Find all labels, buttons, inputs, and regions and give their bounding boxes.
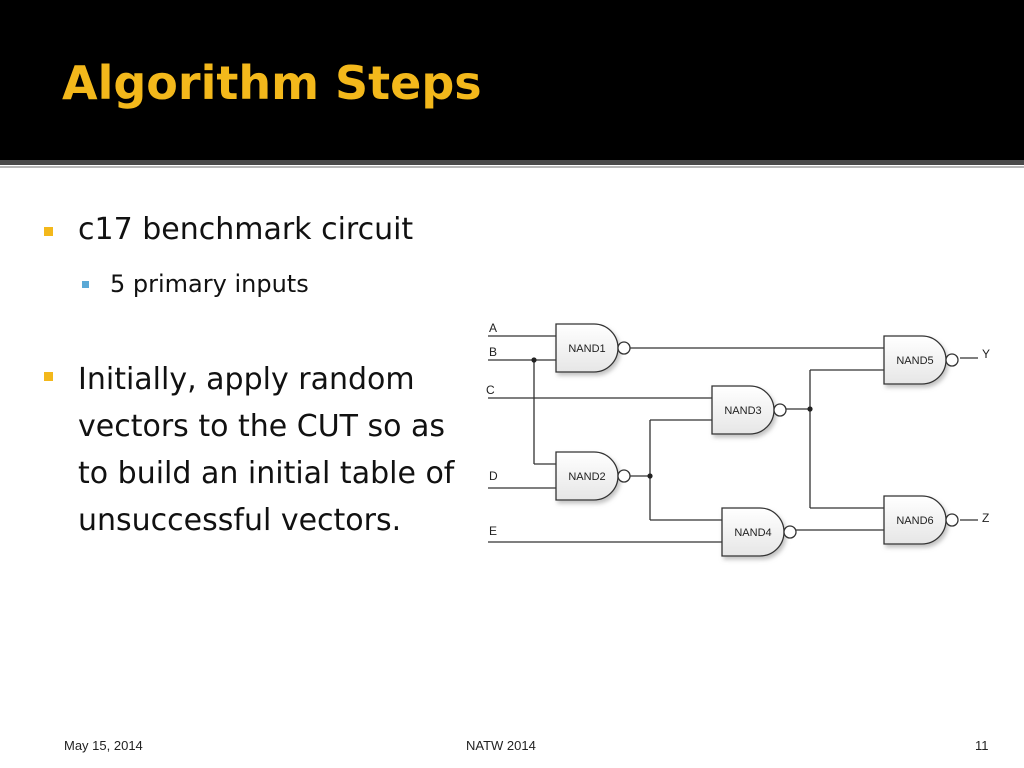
slide-title: Algorithm Steps bbox=[62, 56, 482, 110]
title-divider bbox=[0, 160, 1024, 165]
footer-date: May 15, 2014 bbox=[64, 738, 143, 753]
nand6-gate: NAND6 bbox=[883, 495, 959, 545]
nand5-label: NAND5 bbox=[896, 355, 933, 367]
title-bar: Algorithm Steps bbox=[0, 0, 1024, 160]
input-label-d: D bbox=[489, 469, 498, 483]
nand3-label: NAND3 bbox=[724, 405, 761, 417]
input-label-e: E bbox=[489, 524, 497, 538]
input-label-a: A bbox=[489, 321, 497, 335]
nand1-label: NAND1 bbox=[568, 343, 605, 355]
input-label-c: C bbox=[486, 383, 495, 397]
nand6-label: NAND6 bbox=[896, 515, 933, 527]
footer-event: NATW 2014 bbox=[466, 738, 536, 753]
nand3-gate: NAND3 bbox=[711, 385, 787, 435]
footer-page-number: 11 bbox=[975, 738, 989, 753]
title-divider-thin bbox=[0, 166, 1024, 168]
bullet-marker-icon bbox=[44, 372, 53, 381]
bullet-marker-icon bbox=[44, 227, 53, 236]
output-label-y: Y bbox=[982, 347, 990, 361]
bullet-1-text: c17 benchmark circuit bbox=[78, 212, 414, 247]
circuit-wires bbox=[488, 335, 978, 543]
sub-bullet-marker-icon bbox=[82, 281, 89, 288]
bullet-1-sub-1-text: 5 primary inputs bbox=[110, 270, 309, 298]
input-label-b: B bbox=[489, 345, 497, 359]
output-label-z: Z bbox=[982, 511, 989, 525]
nand4-gate: NAND4 bbox=[721, 507, 797, 557]
nand2-gate: NAND2 bbox=[555, 451, 631, 501]
wire-junctions bbox=[531, 357, 813, 479]
nand4-label: NAND4 bbox=[734, 527, 771, 539]
nand5-gate: NAND5 bbox=[883, 335, 959, 385]
nand2-label: NAND2 bbox=[568, 471, 605, 483]
nand1-gate: NAND1 bbox=[555, 323, 631, 373]
bullet-2-text: Initially, apply random vectors to the C… bbox=[78, 362, 455, 538]
c17-circuit-diagram: NAND1 NAND2 NAND3 NAND4 NAND5 NAND6 A B … bbox=[486, 321, 990, 557]
